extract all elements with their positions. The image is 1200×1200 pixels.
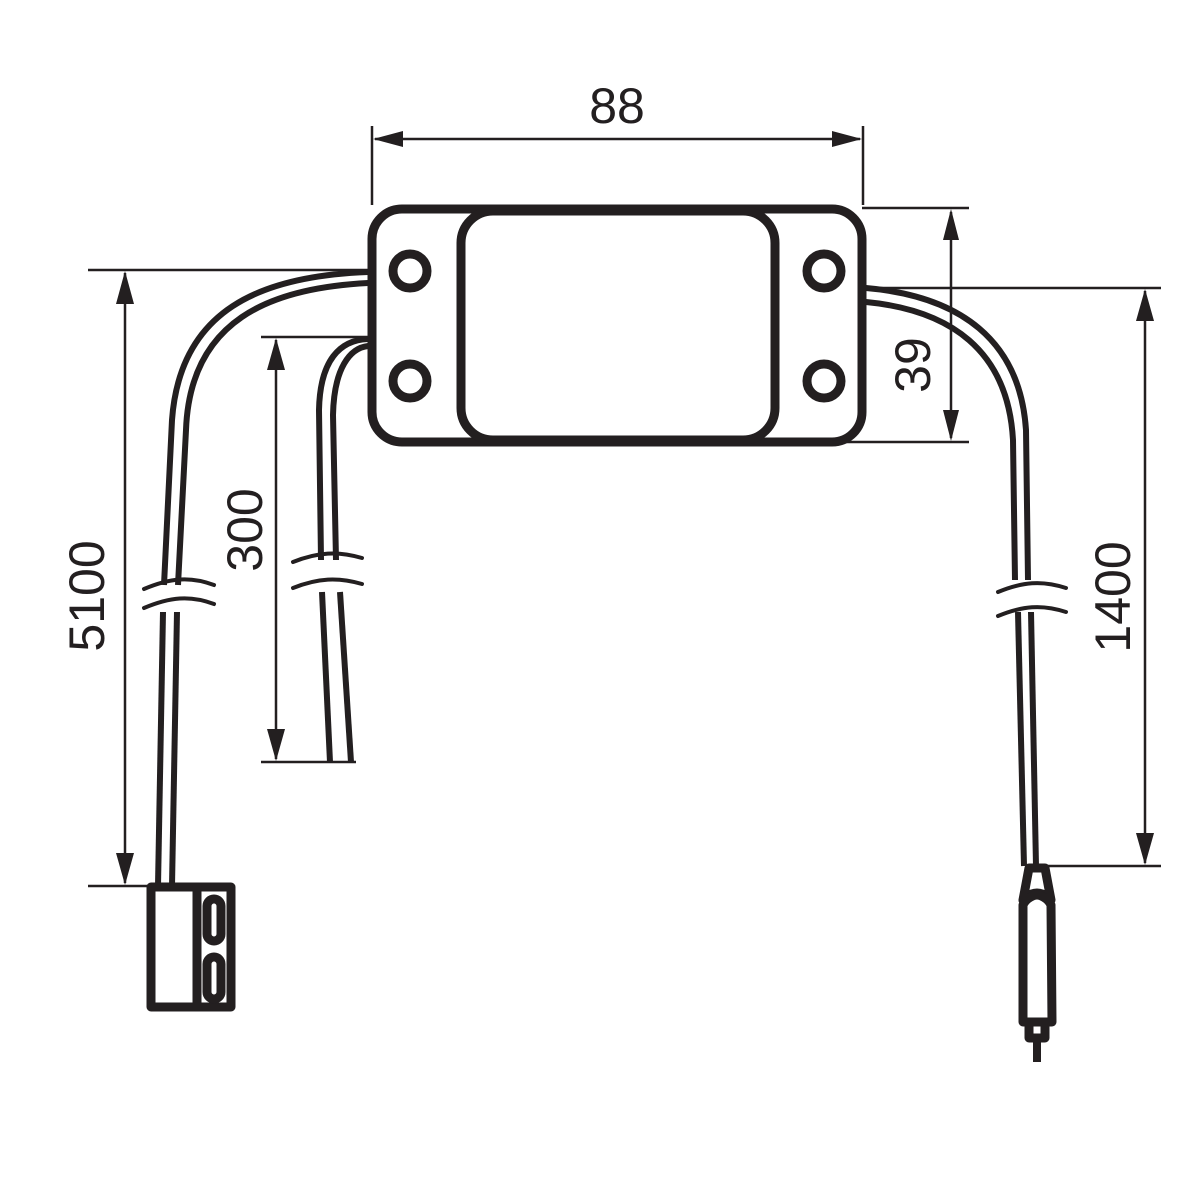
connector-body (146, 882, 236, 1012)
arrow-up-icon (116, 271, 134, 304)
dimension-width: 88 (370, 78, 865, 205)
dimension-label-right-cable: 1400 (1085, 541, 1141, 652)
housing-outline (367, 204, 867, 447)
arrow-up-icon (267, 338, 285, 370)
arrow-up-icon (1136, 289, 1154, 321)
dimension-label-middle-cable: 300 (217, 488, 273, 571)
dimension-right-cable: 1400 (866, 286, 1161, 868)
connector-slot-icon (202, 894, 226, 946)
arrow-up-icon (943, 209, 959, 240)
arrow-left-icon (373, 131, 403, 147)
mounting-hole-icon (388, 359, 432, 403)
right-cable (865, 285, 1068, 867)
housing (367, 204, 867, 447)
left-connector (146, 882, 236, 1012)
dimension-left-cable: 5100 (59, 268, 368, 888)
cable-break-icon (996, 581, 1068, 618)
arrow-down-icon (267, 729, 285, 761)
cable-break-icon (142, 577, 216, 610)
dimension-label-width: 88 (589, 78, 645, 134)
middle-cable (291, 336, 369, 763)
mounting-hole-icon (388, 249, 432, 293)
housing-label-panel (456, 206, 780, 445)
mounting-hole-icon (802, 249, 846, 293)
dimension-label-left-cable: 5100 (59, 540, 115, 651)
cable-break-icon (291, 551, 364, 590)
arrow-right-icon (832, 131, 862, 147)
dimension-middle-cable: 300 (217, 335, 368, 764)
right-connector (1018, 863, 1057, 1062)
dimension-height: 39 (832, 206, 969, 444)
plug-body (1018, 890, 1057, 1027)
arrow-down-icon (1136, 833, 1154, 865)
mounting-hole-icon (802, 359, 846, 403)
arrow-down-icon (116, 853, 134, 885)
arrow-down-icon (943, 410, 959, 441)
dimension-label-height: 39 (885, 337, 941, 393)
connector-slot-icon (202, 952, 226, 1004)
left-cable (142, 269, 369, 887)
